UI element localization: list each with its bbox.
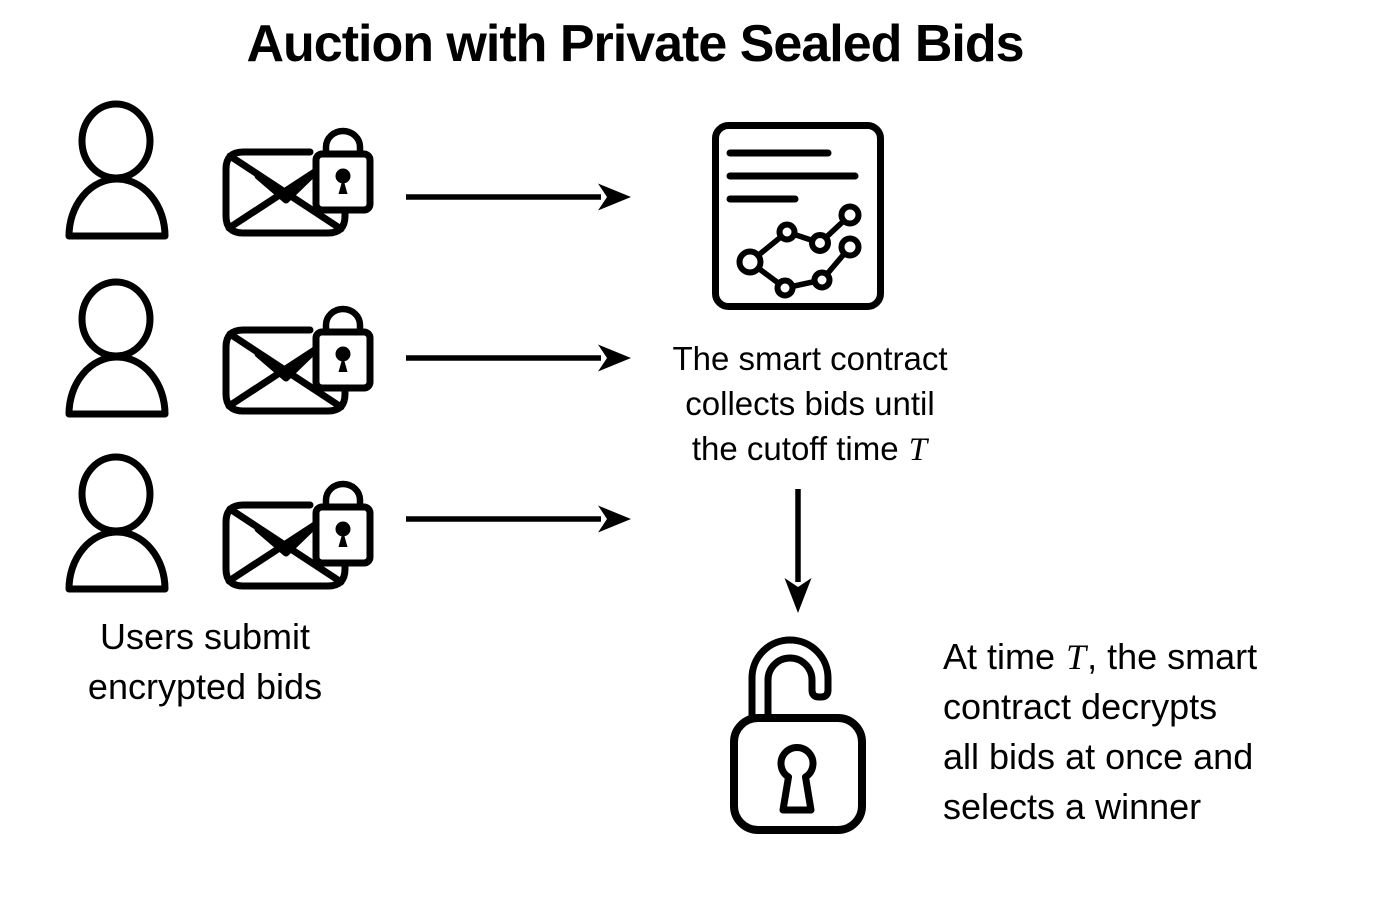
arrow-down-icon <box>783 486 813 616</box>
decrypt-note: At time T, the smart contract decrypts a… <box>943 632 1313 832</box>
envelope-lock-icon <box>222 305 374 416</box>
decrypt-note-line2: contract decrypts <box>943 686 1218 727</box>
arrow-right-icon <box>403 504 633 534</box>
envelope-lock-icon <box>222 127 374 238</box>
arrow-right-icon <box>403 343 633 373</box>
math-T: T <box>908 432 928 468</box>
diagram-title: Auction with Private Sealed Bids <box>246 15 1024 73</box>
contract-note-line3: the cutoff time T <box>691 430 928 468</box>
contract-note: The smart contract collects bids until t… <box>640 336 980 473</box>
decrypt-note-line4: selects a winner <box>943 786 1202 827</box>
person-icon <box>62 453 172 595</box>
person-icon <box>62 278 172 420</box>
users-caption: Users submit encrypted bids <box>38 612 372 712</box>
users-caption-line2: encrypted bids <box>87 666 323 707</box>
open-padlock-icon <box>728 634 868 834</box>
users-caption-line1: Users submit <box>99 616 311 657</box>
math-T: T <box>1066 637 1087 677</box>
contract-note-line1: The smart contract <box>672 340 948 377</box>
arrow-right-icon <box>403 182 633 212</box>
person-icon <box>62 100 172 242</box>
contract-note-line2: collects bids until <box>685 385 935 422</box>
smart-contract-document-icon <box>712 122 884 310</box>
envelope-lock-icon <box>222 480 374 591</box>
decrypt-note-line1: At time T, the smart <box>943 636 1258 677</box>
decrypt-note-line3: all bids at once and <box>943 736 1254 777</box>
